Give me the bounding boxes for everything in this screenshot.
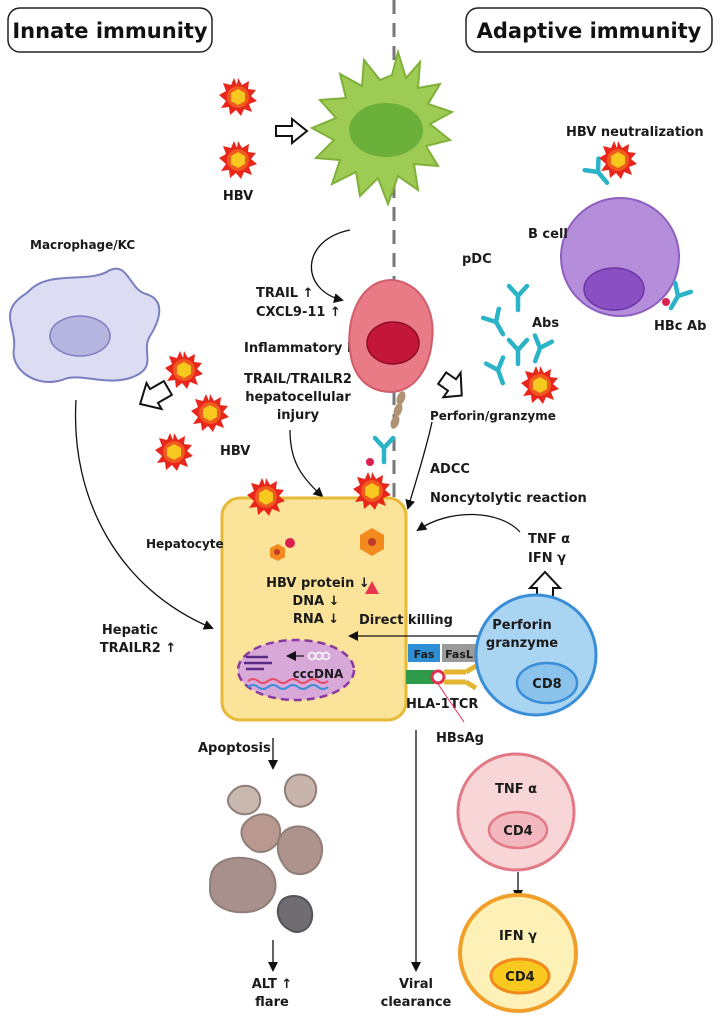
apoptosis-label: Apoptosis — [198, 741, 271, 756]
apoptotic-bodies — [208, 773, 324, 933]
arrow-perforin — [405, 421, 433, 510]
macrophage-cell — [9, 267, 161, 383]
hbv-label-top: HBV — [223, 189, 253, 204]
pdc-label: pDC — [462, 252, 492, 267]
ifn-gamma-label: IFN γ — [528, 551, 566, 566]
noncytolytic-label: Noncytolytic reaction — [430, 491, 587, 506]
cd4-tnf-cell — [456, 752, 576, 872]
arrow-noncytolytic — [416, 513, 521, 533]
dna-label: DNA ↓ — [292, 594, 339, 609]
hollow-arrow-icon — [436, 369, 463, 399]
flare-label: flare — [255, 995, 289, 1010]
macrophage-label: Macrophage/KC — [30, 238, 135, 252]
antibody-icon — [509, 340, 527, 364]
fas-receptor — [408, 644, 440, 662]
cd8-t-cell — [474, 593, 598, 717]
pdc-cell — [309, 48, 455, 207]
fasl-receptor — [442, 644, 476, 662]
hla1-label: HLA-1 — [406, 697, 450, 712]
hepatic-label: Hepatic — [102, 623, 158, 638]
direct-killing-label: Direct killing — [359, 613, 453, 628]
hbsag-antigen — [430, 669, 446, 685]
b-cell — [560, 197, 680, 317]
innate-title: Innate immunity — [12, 19, 208, 43]
inflammatory-nk-label: Inflammatory NK — [244, 341, 369, 356]
hbv-neutralization-label: HBV neutralization — [566, 125, 704, 140]
antibody-icon — [486, 358, 511, 387]
hbv-label-mid: HBV — [220, 444, 250, 459]
cxcl-up-label: CXCL9-11 ↑ — [256, 305, 341, 320]
hepatocyte-nucleus — [236, 638, 356, 702]
hbv-virus-icon — [219, 141, 257, 179]
rna-label: RNA ↓ — [293, 612, 339, 627]
tnf-alpha-label: TNF α — [528, 532, 570, 547]
cd8-label: CD8 — [532, 677, 561, 692]
hbsag-label: HBsAg — [436, 731, 484, 746]
arrow-injury — [289, 429, 324, 498]
antigen-dot — [285, 538, 295, 548]
trail-up-label: TRAIL ↑ — [256, 286, 313, 301]
hbsag-pointer — [437, 683, 465, 723]
receptor-beads — [390, 391, 406, 429]
hbv-virus-icon — [191, 394, 229, 432]
tcr-receptor — [444, 663, 478, 691]
antibody-icon — [483, 309, 511, 339]
hollow-arrow-icon — [138, 379, 174, 411]
hepatocellular-label: hepatocellular — [245, 390, 351, 405]
nk-cell — [348, 278, 434, 394]
hbv-virus-icon — [219, 78, 257, 116]
antibody-icon — [509, 286, 527, 310]
antibody-icon — [375, 438, 393, 462]
adaptive-header: Adaptive immunity — [465, 7, 713, 53]
alt-up-label: ALT ↑ — [252, 977, 292, 992]
hepatocyte-label: Hepatocyte — [146, 537, 224, 551]
arrow-pdc-nk — [310, 229, 351, 304]
viral-label: Viral — [399, 977, 433, 992]
hbv-protein-label: HBV protein ↓ — [266, 576, 370, 591]
hbv-virus-icon — [521, 366, 559, 404]
cd4-b-label: CD4 — [505, 970, 534, 985]
granzyme-label: granzyme — [486, 636, 558, 651]
arrow-macrophage — [74, 399, 214, 630]
cd4-tnf-label: TNF α — [495, 782, 537, 797]
hla1-receptor — [406, 670, 434, 684]
cd4-ifn-cell — [458, 893, 578, 1013]
trailr2-up-label: TRAILR2 ↑ — [100, 641, 177, 656]
cccdna-label: cccDNA — [293, 667, 344, 681]
cd4-ifn-label: IFN γ — [499, 929, 537, 944]
abs-label: Abs — [532, 316, 559, 331]
hbv-virus-icon — [599, 141, 637, 179]
antigen-dot — [366, 458, 374, 466]
clearance-label: clearance — [381, 995, 452, 1010]
trail-trailr2-label: TRAIL/TRAILR2 — [244, 372, 352, 387]
perforin-granzyme-label: Perforin/granzyme — [430, 409, 556, 423]
fas-label: Fas — [414, 648, 435, 661]
hollow-arrow-icon — [275, 116, 309, 146]
adaptive-title: Adaptive immunity — [477, 19, 702, 43]
b-cell-label: B cell — [528, 227, 568, 242]
adcc-label: ADCC — [430, 462, 470, 477]
hbv-virus-icon — [165, 351, 203, 389]
cd4-a-label: CD4 — [503, 824, 532, 839]
antibody-icon — [527, 336, 552, 365]
perforin-label: Perforin — [492, 618, 551, 633]
injury-label: injury — [277, 408, 320, 423]
innate-header: Innate immunity — [7, 7, 213, 53]
tcr-label: TCR — [450, 697, 478, 712]
hbv-virus-icon — [155, 433, 193, 471]
hbc-ab-label: HBc Ab — [654, 319, 706, 334]
fasl-label: FasL — [445, 648, 473, 661]
antigen-dot — [662, 298, 670, 306]
